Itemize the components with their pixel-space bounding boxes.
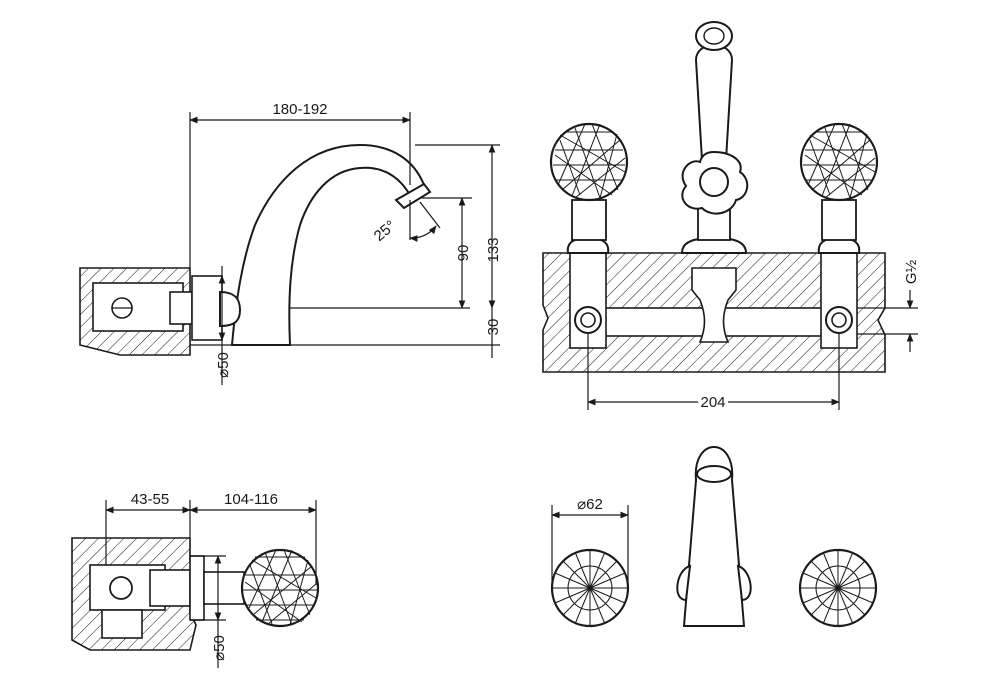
dim-thread: G½	[903, 259, 920, 284]
crystal-handle-left-front	[549, 122, 629, 202]
side-view: 180-192 25° 90 133 30 ⌀50	[79, 101, 502, 385]
spout-side	[230, 143, 426, 346]
base-flange-side	[191, 275, 223, 341]
dim-valve-body-diameter: ⌀50	[211, 635, 228, 661]
dim-outlet-height: 90	[455, 245, 472, 262]
dim-spout-reach: 180-192	[272, 101, 327, 118]
dim-total-height: 133	[485, 237, 502, 262]
valve-view: 43-55 104-116 ⌀50	[71, 491, 320, 668]
valve-port	[109, 576, 133, 600]
crystal-handle-right-front	[799, 122, 879, 202]
dim-handle-projection: 104-116	[224, 491, 278, 508]
spout-top	[682, 446, 746, 627]
dim-valve-depth: 43-55	[131, 491, 169, 508]
dim-base-diameter: ⌀50	[215, 352, 232, 378]
dim-angle: 25°	[371, 217, 399, 245]
crystal-handle-left-top	[550, 548, 630, 628]
dim-handle-diameter: ⌀62	[577, 496, 603, 513]
dim-deck-thickness: 30	[485, 319, 502, 336]
front-view: G½ 204	[542, 21, 920, 414]
top-view: ⌀62	[550, 446, 878, 628]
crystal-handle-right-top	[798, 548, 878, 628]
dim-centre-distance: 204	[700, 394, 725, 411]
crystal-handle-side	[240, 548, 320, 628]
spout-front	[694, 44, 734, 161]
